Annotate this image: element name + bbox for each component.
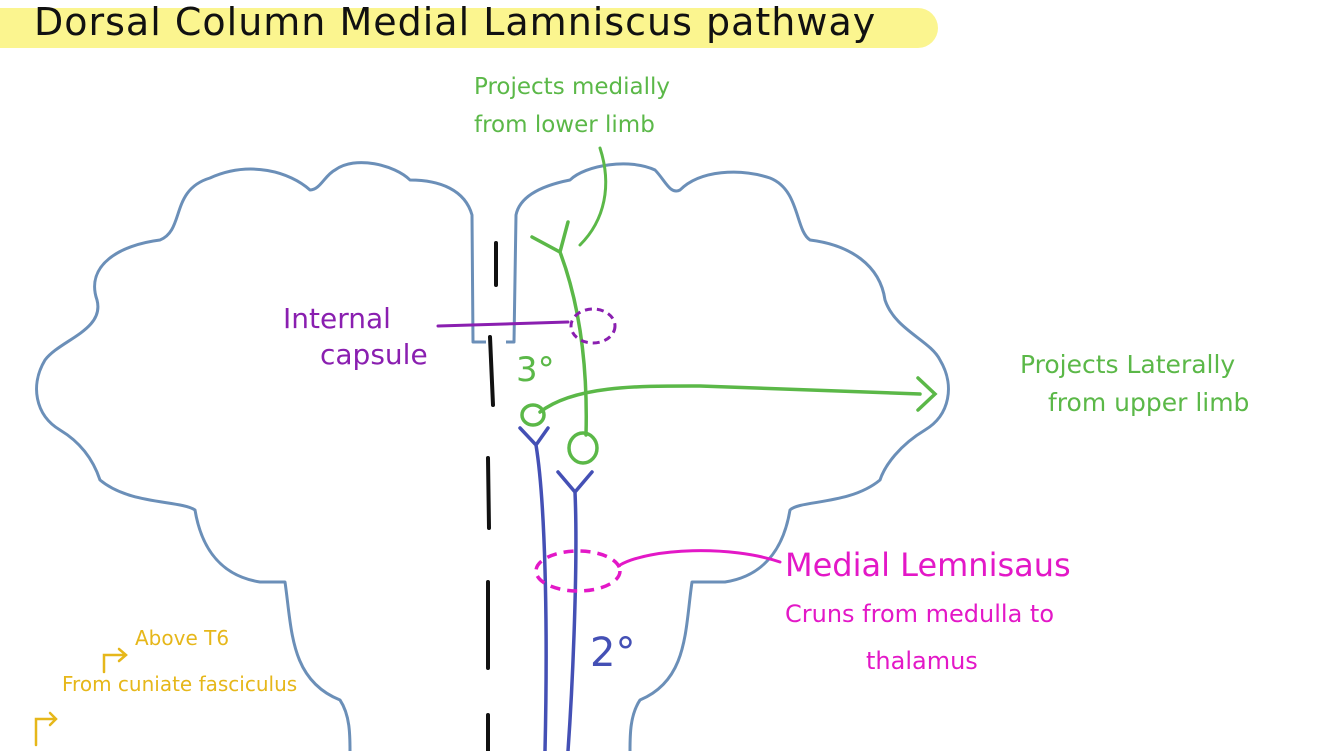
above-t6-arrow xyxy=(102,647,128,674)
lower-limb-label-line2: from lower limb xyxy=(474,112,655,138)
second-order-tract-right xyxy=(556,470,594,751)
third-order-tract-upper-limb xyxy=(538,376,938,414)
midline-dashed xyxy=(486,241,498,751)
medial-lemniscus-marker xyxy=(534,549,622,593)
brain-outline xyxy=(35,161,486,751)
medial-lemniscus-pointer xyxy=(618,549,782,567)
medial-lemniscus-label: Medial Lemnisaus xyxy=(785,546,1071,584)
diagram-title: Dorsal Column Medial Lamniscus pathway xyxy=(34,0,877,44)
third-order-neuron-cell-body-medial xyxy=(567,431,599,465)
title-highlight xyxy=(0,8,938,48)
upper-limb-label-line1: Projects Laterally xyxy=(1020,350,1236,379)
internal-capsule-label-line2: capsule xyxy=(320,338,428,371)
medial-lemniscus-desc-line1: Cruns from medulla to xyxy=(785,600,1055,628)
brain-outline-right xyxy=(506,162,950,751)
third-order-tract-lower-limb xyxy=(530,220,588,437)
internal-capsule-pointer xyxy=(436,320,570,328)
tertiary-neuron-label: 3° xyxy=(516,350,555,390)
upper-limb-label-line2: from upper limb xyxy=(1048,388,1250,417)
secondary-neuron-label: 2° xyxy=(590,630,636,676)
third-order-neuron-cell-body-lateral xyxy=(520,403,546,427)
internal-capsule-marker xyxy=(569,307,617,345)
medial-lemniscus-desc-line2: thalamus xyxy=(866,647,978,675)
lower-limb-label-line1: Projects medially xyxy=(474,74,671,100)
lower-limb-pointer xyxy=(578,146,608,247)
internal-capsule-label-line1: Internal xyxy=(283,302,391,335)
second-order-tract-left xyxy=(518,426,550,751)
above-t6-label: Above T6 xyxy=(135,626,230,650)
cuneate-arrow xyxy=(34,711,58,747)
cuneate-label: From cuniate fasciculus xyxy=(62,672,298,696)
